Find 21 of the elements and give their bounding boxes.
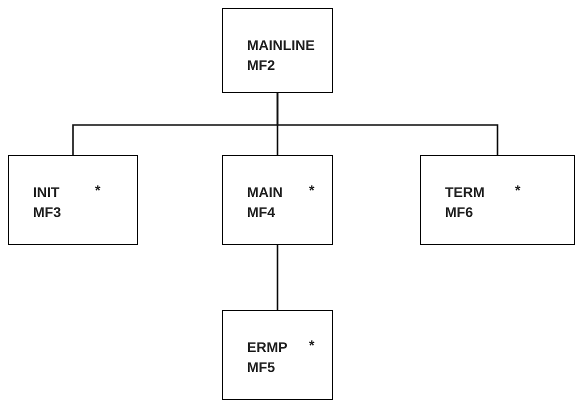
module-box [8,155,138,245]
module-label: MAINLINE [247,37,315,53]
module-box [420,155,575,245]
module-label: MF6 [445,204,473,220]
module-label: INIT [33,184,60,200]
asterisk-mark: * [309,337,314,353]
module-label: TERM [445,184,485,200]
module-label: ERMP [247,339,288,355]
module-label: MF4 [247,204,275,220]
module-box [222,155,333,245]
module-label: MF5 [247,359,275,375]
connector-line [276,245,278,310]
module-box [222,8,333,93]
module-label: MF2 [247,57,275,73]
module-label: MF3 [33,204,61,220]
module-box [222,310,333,400]
asterisk-mark: * [95,182,100,198]
connector-line [276,93,498,155]
module-label: MAIN [247,184,283,200]
asterisk-mark: * [309,182,314,198]
asterisk-mark: * [515,182,520,198]
